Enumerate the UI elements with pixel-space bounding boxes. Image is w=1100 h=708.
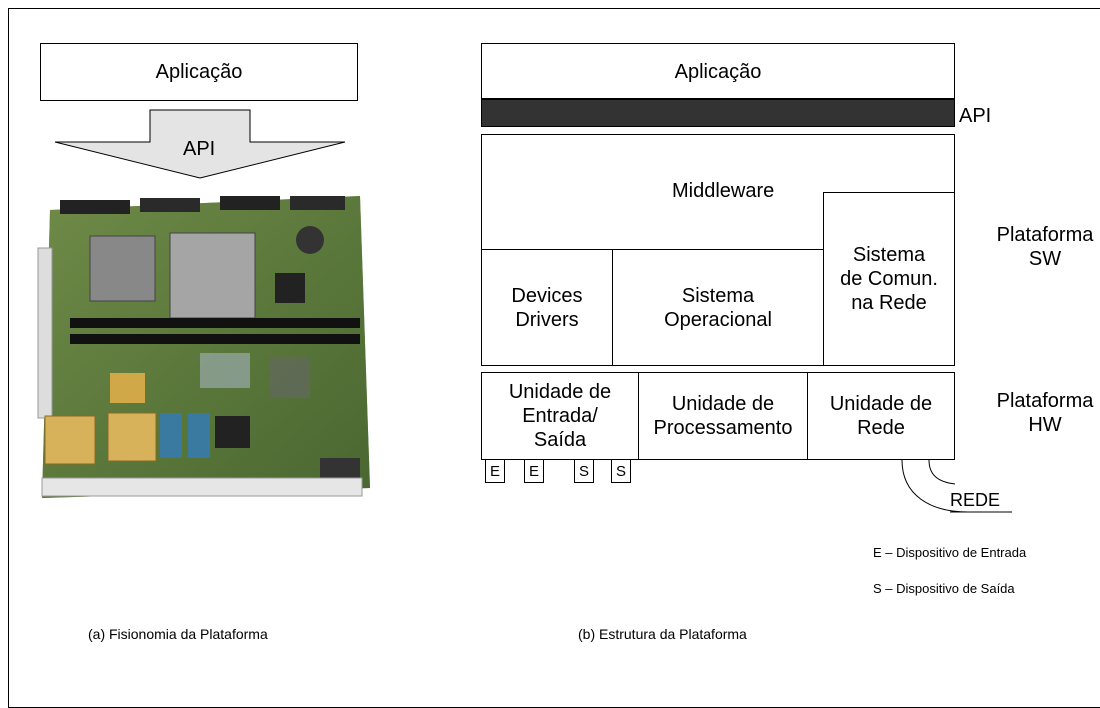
legend-output: S – Dispositivo de Saída — [873, 581, 1015, 596]
network-comm-system-box: Sistema de Comun. na Rede — [823, 192, 955, 366]
right-application-label: Aplicação — [674, 61, 762, 83]
right-application-box: Aplicação — [481, 43, 955, 99]
api-arrow-shape — [54, 109, 346, 179]
devices-line-2: Drivers — [515, 308, 579, 331]
left-caption: (a) Fisionomia da Plataforma — [88, 626, 268, 642]
left-api-label: API — [183, 138, 216, 160]
input-device-box-2: E — [524, 459, 544, 483]
output-device-box-1: S — [574, 459, 594, 483]
api-bar — [481, 99, 955, 127]
hw-platform-label: Plataforma HW — [985, 383, 1100, 443]
so-line-2: Operacional — [664, 308, 772, 331]
io-line-1: Unidade de — [508, 381, 612, 403]
io-unit-box: Unidade de Entrada/ Saída — [481, 372, 639, 460]
operating-system-box: Sistema Operacional — [612, 249, 824, 366]
io-line-3: Saída — [533, 429, 587, 451]
right-api-label: API — [959, 105, 992, 127]
input-device-box-1: E — [485, 459, 505, 483]
sw-platform-label: Plataforma SW — [985, 217, 1100, 277]
circuit-board-image — [37, 196, 370, 498]
so-line-1: Sistema — [681, 284, 755, 307]
sistema-rede-line-1: Sistema — [852, 244, 926, 266]
middleware-label: Middleware — [672, 180, 775, 202]
rede-unit-line-1: Unidade de — [829, 393, 933, 415]
devices-drivers-box: Devices Drivers — [481, 249, 613, 366]
legend-input: E – Dispositivo de Entrada — [873, 545, 1027, 560]
network-unit-box: Unidade de Rede — [807, 372, 955, 460]
processing-unit-box: Unidade de Processamento — [638, 372, 808, 460]
plat-hw-line-2: HW — [1028, 414, 1062, 436]
io-line-2: Entrada/ — [522, 405, 598, 427]
proc-line-2: Processamento — [653, 417, 793, 439]
devices-line-1: Devices — [511, 284, 583, 307]
plat-hw-line-1: Plataforma — [996, 390, 1094, 412]
sistema-rede-line-2: de Comun. — [840, 268, 938, 290]
output-device-box-2: S — [611, 459, 631, 483]
sistema-rede-line-3: na Rede — [851, 292, 927, 314]
left-application-box: Aplicação — [40, 43, 358, 101]
plat-sw-line-1: Plataforma — [996, 224, 1094, 246]
proc-line-1: Unidade de — [671, 393, 775, 415]
network-cable — [901, 459, 1012, 513]
left-application-label: Aplicação — [155, 61, 243, 83]
rede-unit-line-2: Rede — [857, 417, 905, 439]
right-caption: (b) Estrutura da Plataforma — [578, 626, 747, 642]
plat-sw-line-2: SW — [1028, 248, 1062, 270]
api-arrow — [54, 109, 346, 179]
rede-label: REDE — [950, 490, 1001, 510]
